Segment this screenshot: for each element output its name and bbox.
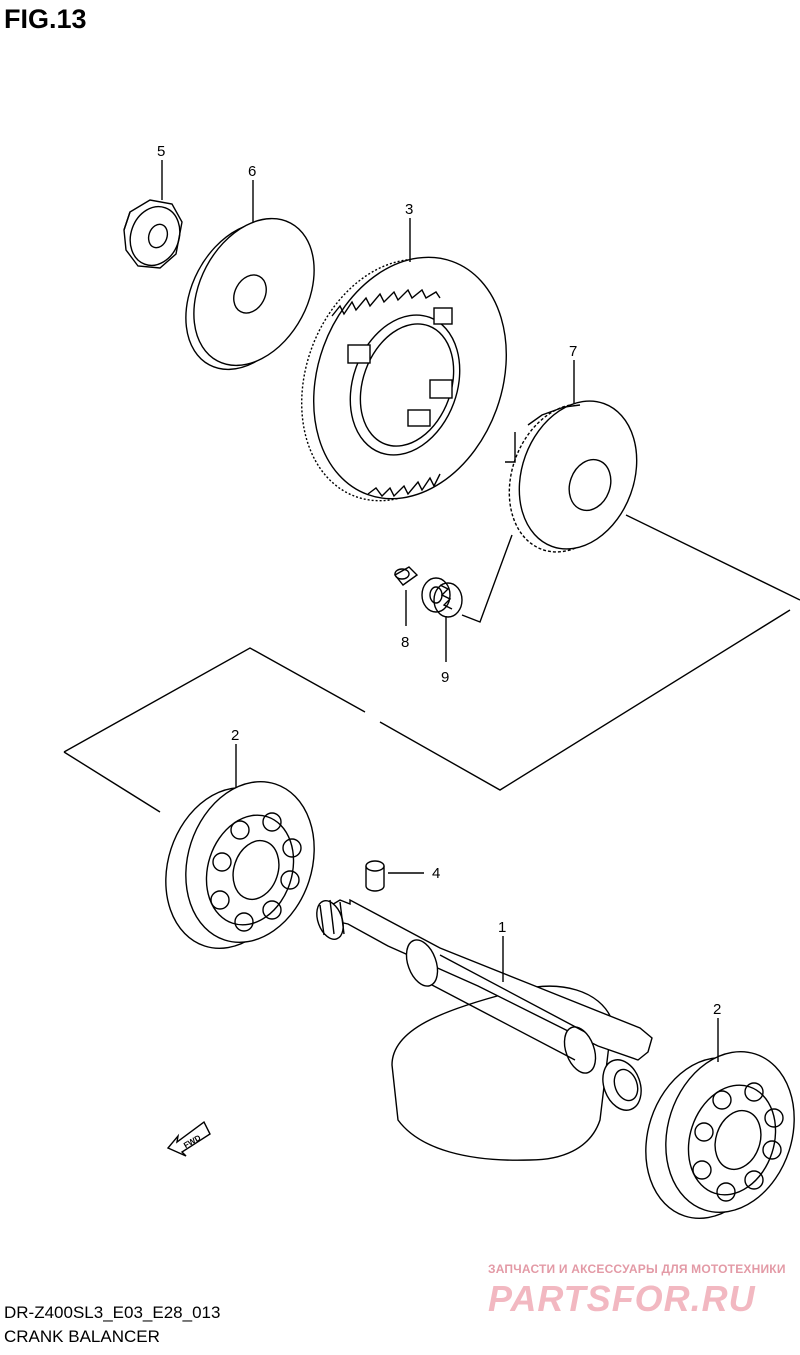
figure-title: FIG.13 [4,4,87,34]
link-line-hub-spring [461,534,513,623]
bracket-line-top [63,647,366,753]
watermark-tagline: ЗАПЧАСТИ И АКСЕССУАРЫ ДЛЯ МОТОТЕХНИКИ [488,1262,786,1276]
model-code: DR-Z400SL3_E03_E28_013 [4,1303,221,1322]
part-2-bearing-left[interactable] [146,765,335,965]
bracket-line-bottom [379,609,791,791]
callout-6: 6 [248,163,256,180]
callout-4: 4 [432,865,440,882]
part-2-bearing-right[interactable] [626,1035,800,1235]
watermark-logo: PARTSFOR.RU [488,1278,756,1319]
fwd-arrow-icon: FWD [166,1120,211,1157]
callout-1: 1 [498,919,506,936]
assembly-name: CRANK BALANCER [4,1327,160,1346]
callout-3: 3 [405,201,413,218]
callout-2-left: 2 [231,727,239,744]
part-5-nut[interactable] [122,199,188,273]
part-4-pin[interactable] [365,860,385,892]
callout-5: 5 [157,143,165,160]
bracket-line-right [625,514,800,601]
part-1-balancer-shaft[interactable] [312,897,653,1161]
callout-2-right: 2 [713,1001,721,1018]
bracket-line-left [63,751,161,813]
part-6-washer[interactable] [162,198,339,390]
part-8-pin[interactable] [393,566,419,586]
part-3-gear[interactable] [269,230,539,528]
part-7-hub[interactable] [489,384,656,568]
callout-8: 8 [401,634,409,651]
callout-7: 7 [569,343,577,360]
part-9-spring[interactable] [421,577,463,618]
callout-9: 9 [441,669,449,686]
